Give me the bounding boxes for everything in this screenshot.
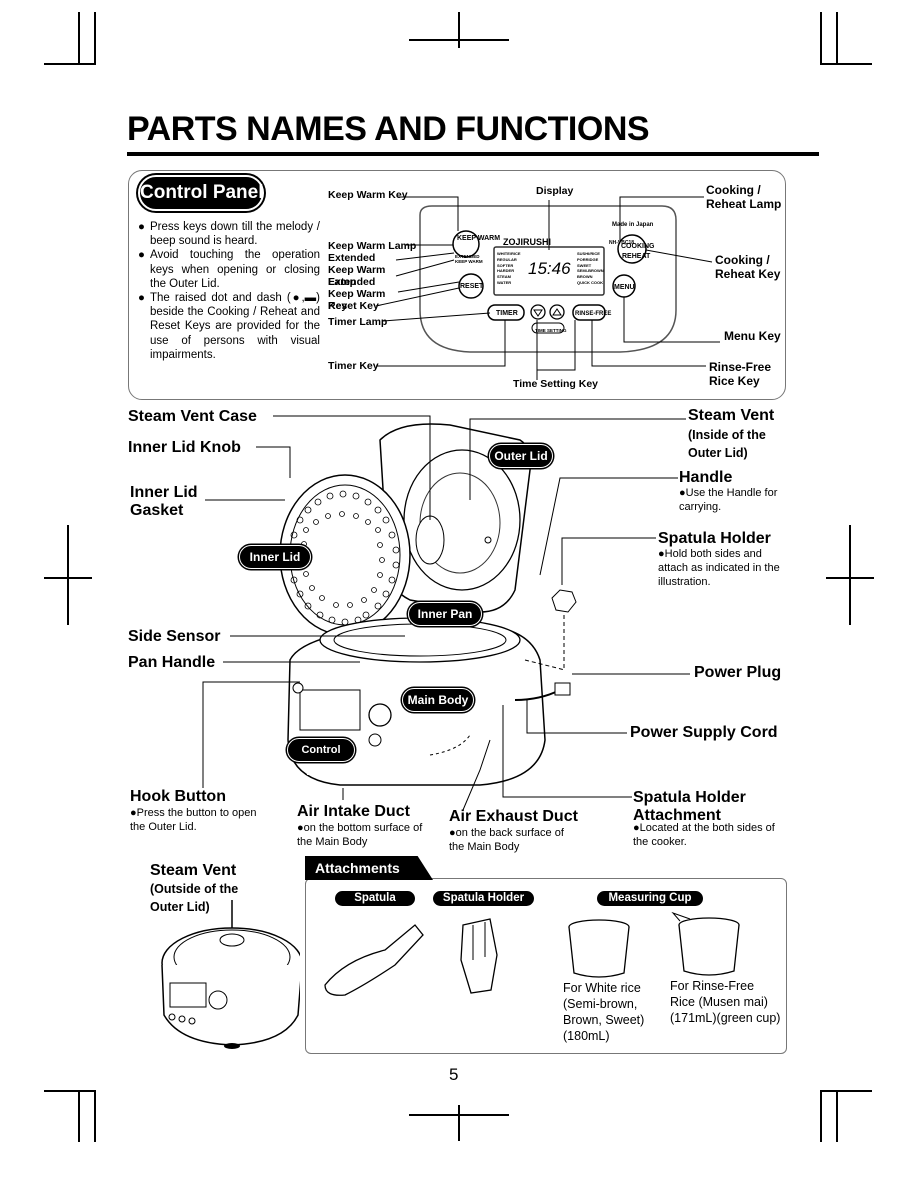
tag-inner-pan: Inner Pan [408,602,482,626]
label-hook-button: Hook Button [130,788,226,805]
label-timer-key: Timer Key [328,360,379,372]
btn-reset: RESET [460,283,484,290]
caption-cup-white-rice: For White rice (Semi-brown, Brown, Sweet… [563,981,645,1043]
label-menu-key: Menu Key [724,329,781,343]
label-rinse-free-rice-key: Rinse-Free Rice Key [709,360,772,388]
label-power-supply-cord: Power Supply Cord [630,724,778,741]
label-inner-lid-knob: Inner Lid Knob [128,439,241,456]
label-air-intake-duct: Air Intake Duct [297,803,410,820]
note-3: The raised dot and dash (●,▬) beside the… [150,291,320,362]
label-air-exhaust-duct: Air Exhaust Duct [449,808,578,825]
note-air-intake: ●on the bottom surface of the Main Body [297,822,423,848]
label-steam-vent-case: Steam Vent Case [128,408,257,425]
note-handle: ●Use the Handle for carrying. [679,487,778,513]
label-display: Display [536,185,574,197]
label-cooking-reheat-key: Cooking / Reheat Key [715,253,781,281]
device-model: NH-VBC18 [609,240,635,246]
label-pan-handle: Pan Handle [128,654,216,671]
btn-reheat: REHEAT [622,253,651,260]
label-handle: Handle [679,469,733,486]
tag-measuring-cup: Measuring Cup [597,891,703,906]
label-time-setting-key: Time Setting Key [513,378,598,390]
caption-cup-rinse-free: For Rinse-Free Rice (Musen mai) (171mL)(… [670,979,781,1025]
btn-cooking: COOKING [621,243,655,250]
label-power-plug: Power Plug [694,664,782,681]
label-extended-keep-warm-lamp: Extended Keep Warm Lamp [328,252,386,288]
device-made-in: Made in Japan [612,222,654,228]
tag-inner-lid: Inner Lid [239,545,311,569]
note-air-exhaust: ●on the back surface of the Main Body [449,827,564,853]
title-rule [127,152,819,156]
tag-control-panel: Control Panel [287,738,355,778]
display-time: 15:46 [528,259,571,278]
control-panel-heading: Control Panel [138,175,264,211]
label-reset-key: Reset Key [328,300,379,312]
label-inner-lid-gasket: Inner Lid Gasket [130,484,198,519]
btn-extended: EXTENDED KEEP WARM [455,254,483,264]
label-steam-vent-inside: (Inside of the Outer Lid) [688,428,766,460]
note-spatula-holder: ●Hold both sides and attach as indicated… [658,548,780,588]
btn-menu: MENU [614,284,635,291]
attachments-heading: Attachments [305,856,433,880]
label-spatula-holder-attachment: Spatula Holder Attachment [633,789,746,824]
note-hook-button: ●Press the button to open the Outer Lid. [130,807,257,833]
cooker-closed-illustration [161,900,300,1049]
tag-spatula: Spatula [335,891,415,906]
attachments-illustration [324,911,740,996]
label-side-sensor: Side Sensor [128,628,221,645]
note-2: Avoid touching the operation keys when o… [150,248,320,291]
label-keep-warm-key: Keep Warm Key [328,189,408,201]
label-timer-lamp: Timer Lamp [328,316,388,328]
inner-lid-holes [288,490,400,626]
tag-main-body: Main Body [402,688,474,712]
label-steam-vent: Steam Vent [688,407,775,424]
label-extended-keep-warm-key: Extended Keep Warm Key [328,276,386,312]
btn-rinse-free: RINSE-FREE [575,311,612,317]
btn-time-setting: TIME SETTING [535,328,567,333]
page-number: 5 [449,1065,459,1084]
tag-outer-lid: Outer Lid [489,444,553,468]
tag-spatula-holder: Spatula Holder [433,891,534,906]
note-1: Press keys down till the melody / beep s… [150,220,320,248]
label-spatula-holder: Spatula Holder [658,530,771,547]
label-steam-vent-outside: Steam Vent [150,862,237,879]
page-title: PARTS NAMES AND FUNCTIONS [127,110,650,148]
label-cooking-reheat-lamp: Cooking / Reheat Lamp [706,183,782,211]
label-steam-vent-outside-sub: (Outside of the Outer Lid) [150,882,239,914]
btn-timer: TIMER [496,310,518,317]
control-panel-box [128,170,786,400]
note-spatula-holder-attachment: ●Located at the both sides of the cooker… [633,822,775,848]
attachments-box [305,878,787,1054]
control-panel-notes: Press keys down till the melody / beep s… [138,220,320,362]
device-brand: ZOJIRUSHI [503,237,552,247]
label-keep-warm-lamp: Keep Warm Lamp [328,240,417,252]
